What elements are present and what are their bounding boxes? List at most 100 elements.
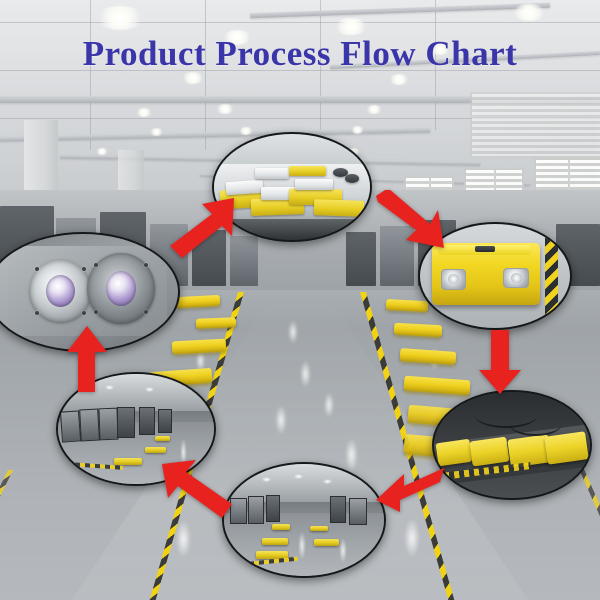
floor-reflection <box>339 537 348 563</box>
yellow-product-body <box>432 242 540 306</box>
screw <box>34 310 39 315</box>
ceiling-light <box>136 108 152 117</box>
floor-reflection <box>297 531 306 561</box>
page-title: Product Process Flow Chart <box>82 34 518 73</box>
screw <box>144 262 149 267</box>
floor-product <box>175 294 221 309</box>
ceiling-light <box>512 4 546 21</box>
floor-product <box>171 338 227 355</box>
workshop-ceiling <box>224 464 384 503</box>
ceiling-beam <box>0 96 600 103</box>
ceiling-grid-line <box>320 0 321 150</box>
station-product <box>145 446 166 454</box>
equipment-rack <box>248 496 265 525</box>
floor-reflection <box>176 520 191 558</box>
node-housing-bench[interactable] <box>212 132 372 242</box>
floor-product <box>195 317 237 329</box>
screw <box>34 267 39 272</box>
background-machine <box>346 232 376 286</box>
sensor-module <box>475 246 495 253</box>
screw <box>93 262 98 267</box>
workshop-light <box>323 478 333 484</box>
arrow-down-right <box>372 190 448 258</box>
equipment-rack <box>230 497 247 525</box>
factory-window <box>470 92 600 158</box>
ceiling-light <box>222 30 252 45</box>
screw <box>144 310 149 315</box>
test-rack <box>97 407 119 441</box>
floor-reflection <box>179 437 188 467</box>
test-rack <box>139 407 156 436</box>
arrow-down-left <box>374 466 446 522</box>
ceiling-light <box>366 105 382 114</box>
workshop-product <box>256 551 288 560</box>
yellow-housing <box>288 165 327 177</box>
workshop-product <box>313 539 340 546</box>
workshop-product <box>262 537 288 545</box>
equipment-rack <box>348 497 367 526</box>
screw <box>93 310 98 315</box>
workshop-light <box>104 385 114 390</box>
station-product <box>114 457 143 466</box>
ceiling-light <box>182 72 204 84</box>
floor-product <box>399 348 457 365</box>
test-rack <box>79 408 100 442</box>
station-product <box>154 435 171 442</box>
floor-reflection <box>404 518 420 558</box>
ceiling-light <box>239 127 253 135</box>
ceiling-light <box>351 126 364 134</box>
test-rack <box>157 409 173 434</box>
screw <box>81 310 86 315</box>
node-conveyor-line[interactable] <box>432 390 592 500</box>
arrow-up-left <box>160 458 236 522</box>
floor-reflection <box>324 392 334 418</box>
lamp-right <box>503 267 530 289</box>
bulb <box>511 273 522 283</box>
ceiling-grid-line <box>90 0 91 150</box>
floor-reflection <box>300 360 311 388</box>
ceiling-grid-line <box>205 0 206 150</box>
lamp-left <box>440 268 467 290</box>
reflector-left <box>29 259 91 323</box>
small-part <box>332 167 349 178</box>
reflector-right <box>86 252 156 325</box>
finished-unit-photo <box>420 224 570 328</box>
workshop-floor-photo <box>224 464 384 576</box>
workshop-product <box>272 524 290 531</box>
ceiling-grid-line <box>435 0 436 130</box>
workshop-product <box>310 525 328 532</box>
conveyor-product <box>435 438 473 467</box>
workshop-light <box>262 477 272 483</box>
bulb <box>448 274 459 285</box>
lens <box>105 271 137 306</box>
arrow-up-right <box>164 196 238 262</box>
floor-reflection <box>288 320 298 344</box>
floor-reflection <box>275 405 287 435</box>
ceiling-grid-line <box>0 22 600 23</box>
ceiling-light <box>216 104 234 114</box>
arrow-up <box>66 326 108 392</box>
test-rack <box>60 410 82 443</box>
screw <box>81 267 86 272</box>
small-part <box>345 174 360 183</box>
node-workshop-floor[interactable] <box>222 462 386 578</box>
ceiling-light <box>334 18 368 35</box>
ceiling-light <box>389 74 409 85</box>
workshop-light <box>145 387 155 393</box>
conveyor-line-photo <box>434 392 590 498</box>
lens <box>45 274 75 308</box>
test-rack <box>117 407 135 438</box>
background-machine <box>380 226 414 286</box>
workshop-light <box>294 474 304 480</box>
cable <box>508 411 562 437</box>
ceiling-grid-line <box>0 118 600 119</box>
floor-reflection <box>345 438 358 472</box>
housing-bench-photo <box>214 134 370 240</box>
ceiling-grid-line <box>0 70 600 71</box>
white-housing <box>226 179 265 195</box>
node-finished-unit[interactable] <box>418 222 572 330</box>
yellow-housing <box>313 198 364 217</box>
ceiling-light <box>150 128 163 136</box>
conveyor-product <box>469 436 511 467</box>
